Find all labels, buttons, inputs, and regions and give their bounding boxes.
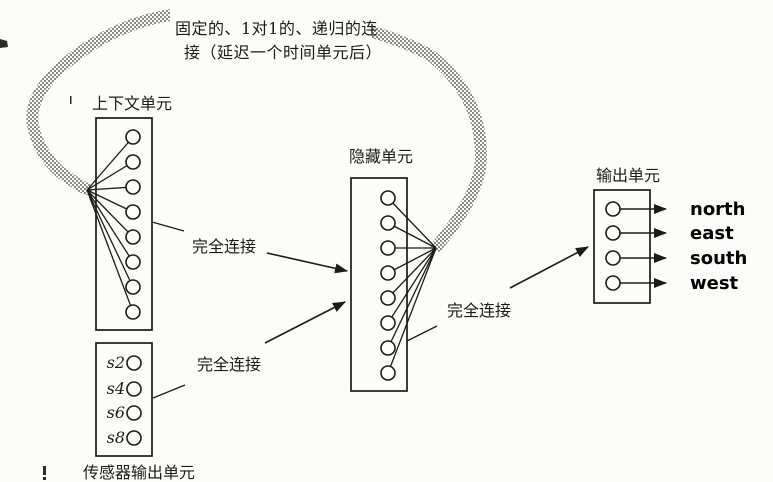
hidden-units: [380, 190, 396, 381]
output-units-title: 输出单元: [596, 166, 660, 185]
hidden-fan-line: [387, 247, 437, 374]
context-unit-circle: [125, 204, 141, 220]
output-units: north east south west: [605, 199, 747, 294]
hidden-label-leader: [406, 325, 438, 342]
scan-artifact-bottom-mark-1: [43, 466, 46, 475]
context-fan-line: [86, 136, 134, 191]
hidden-units-title: 隐藏单元: [349, 147, 413, 166]
output-direction-label: west: [690, 273, 739, 294]
output-unit-circle: [605, 225, 621, 241]
output-direction-label: north: [690, 199, 745, 220]
hidden-unit-circle: [380, 340, 396, 356]
output-direction-label: east: [690, 223, 734, 244]
hidden-unit-circle: [380, 190, 396, 206]
hidden-fan-line: [387, 247, 437, 324]
context-unit-circle: [125, 304, 141, 320]
context-label-leader: [151, 221, 185, 232]
sensor-label-leader: [152, 384, 186, 399]
sensor-unit-label: s8: [107, 428, 125, 447]
context-unit-circle: [125, 229, 141, 245]
hidden-fan-line: [387, 222, 437, 249]
output-unit-circle: [605, 201, 621, 217]
hidden-fan-line: [387, 247, 437, 299]
sensor-unit-circle: [126, 430, 142, 446]
context-fan-line: [86, 189, 134, 288]
recurrent-note-line2: 接（延迟一个时间单元后）: [184, 43, 382, 62]
context-units-box: [95, 117, 153, 331]
hidden-units-box: [350, 177, 408, 392]
sensor-hidden-fc-label: 完全连接: [197, 355, 261, 374]
sensor-units: s2 s4 s6 s8: [107, 353, 142, 447]
hidden-unit-circle: [380, 215, 396, 231]
context-unit-circle: [125, 254, 141, 270]
output-unit-circle: [605, 250, 621, 266]
sensor-to-hidden-arrow: [264, 301, 346, 344]
context-fan-line: [86, 189, 134, 213]
hidden-fan-line: [387, 247, 437, 349]
output-unit-circle: [605, 275, 621, 291]
hidden-unit-circle: [380, 315, 396, 331]
sensor-unit-circle: [126, 405, 142, 421]
sensor-units-box: [95, 342, 153, 457]
sensor-unit-circle: [126, 355, 142, 371]
context-fan-line: [86, 161, 134, 191]
context-fan-line: [86, 189, 134, 313]
sensor-unit-label: s4: [107, 379, 125, 398]
scan-artifact-bottom-mark-2: [43, 477, 46, 480]
sensor-unit-label: s6: [107, 403, 125, 422]
context-unit-circle: [125, 279, 141, 295]
note-backing: [170, 6, 372, 64]
output-units-box: [593, 189, 651, 304]
scan-artifact-left-edge: [0, 39, 8, 48]
context-fan-line: [86, 189, 134, 263]
hidden-fan-line: [387, 247, 437, 274]
context-unit-circle: [125, 154, 141, 170]
context-to-hidden-arrow: [266, 252, 348, 274]
sensor-unit-circle: [126, 381, 142, 397]
hidden-fan-lines: [387, 197, 437, 374]
hidden-output-fc-label: 完全连接: [447, 301, 511, 320]
context-unit-circle: [125, 179, 141, 195]
hidden-unit-circle: [380, 265, 396, 281]
sensor-unit-label: s2: [107, 353, 125, 372]
sensor-units-title: 传感器输出单元: [83, 463, 195, 482]
context-fan-lines: [86, 136, 134, 313]
context-units-title: 上下文单元: [92, 94, 172, 113]
hidden-unit-circle: [380, 240, 396, 256]
context-hidden-fc-label: 完全连接: [192, 237, 256, 256]
output-direction-label: south: [690, 248, 747, 269]
context-fan-line: [86, 189, 134, 238]
context-unit-circle: [125, 129, 141, 145]
hidden-fan-line: [387, 197, 437, 249]
hidden-unit-circle: [380, 290, 396, 306]
recurrent-note-line1: 固定的、1对1的、递归的连: [175, 19, 378, 38]
context-units: [125, 129, 141, 320]
hidden-to-output-arrow: [509, 246, 589, 289]
hidden-unit-circle: [380, 365, 396, 381]
scan-artifact-title-tick: [70, 96, 72, 104]
